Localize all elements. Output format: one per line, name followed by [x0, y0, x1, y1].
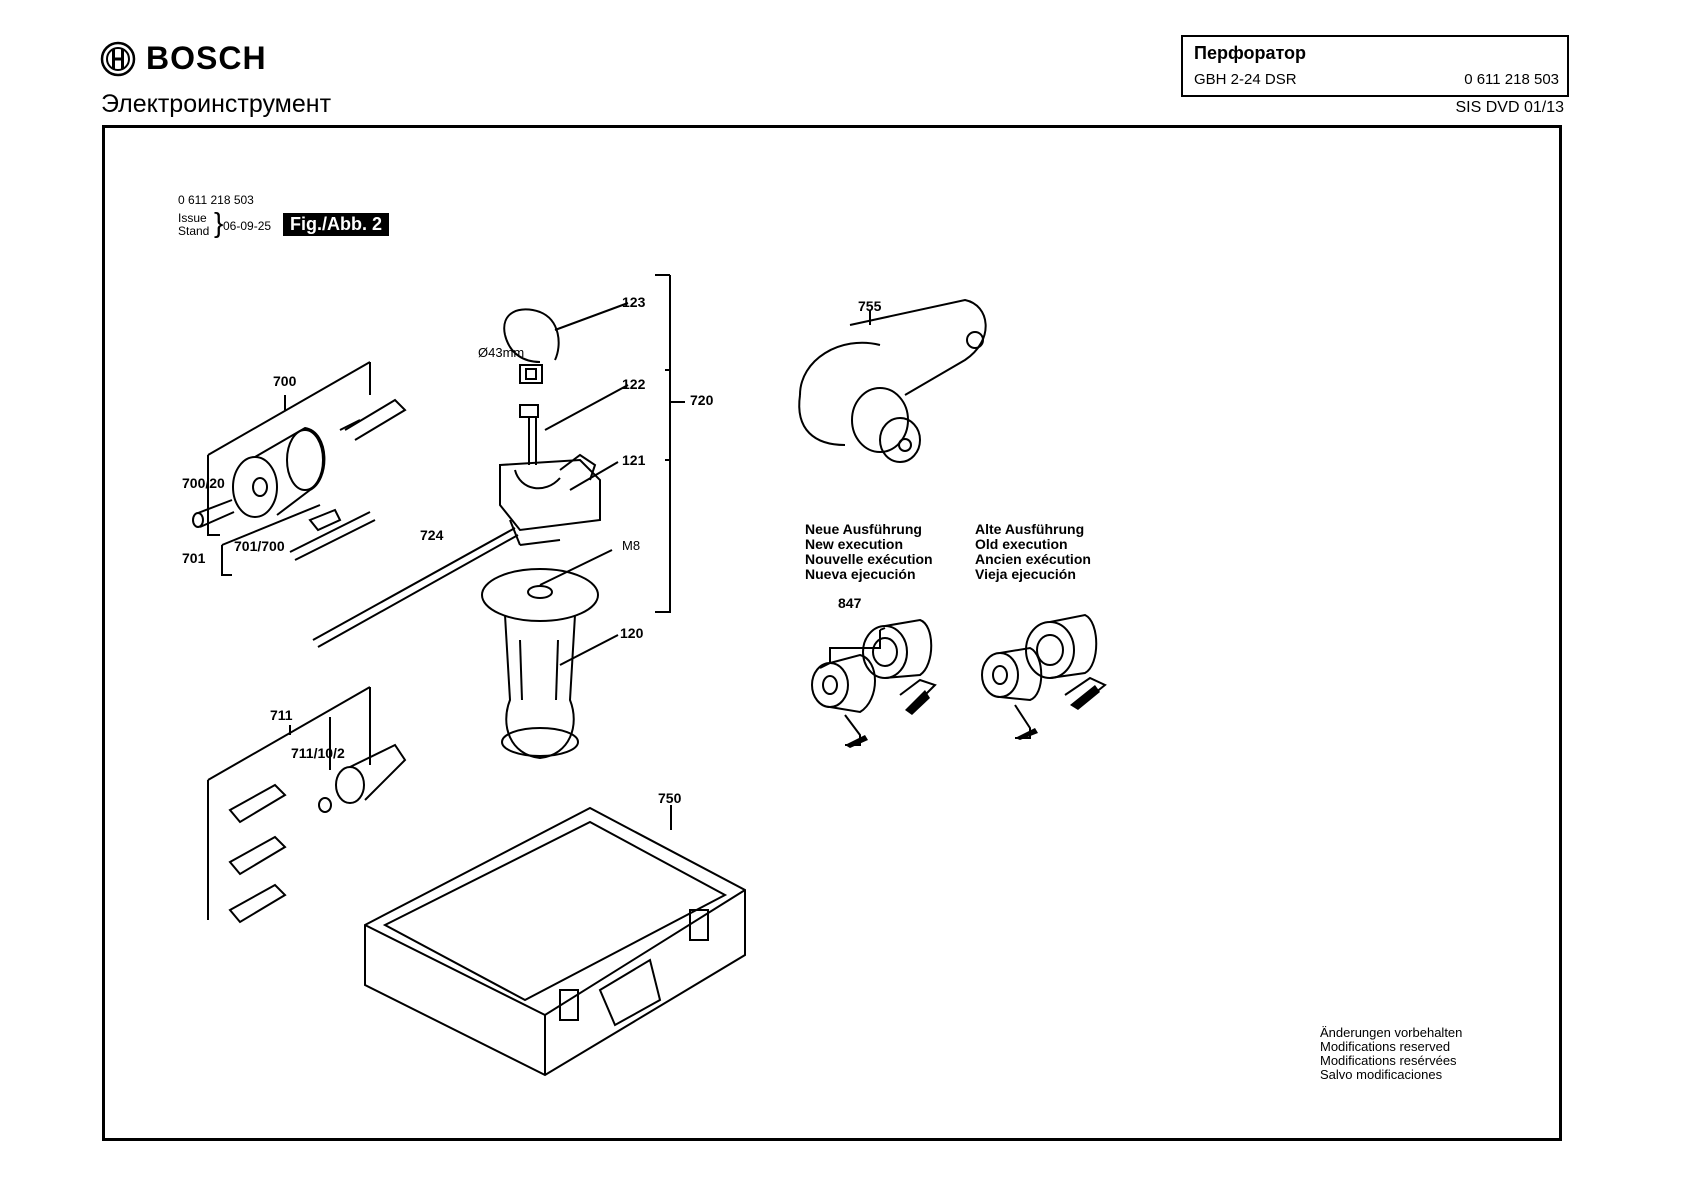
part-122-rod: [519, 404, 539, 465]
document-title: Перфоратор: [1194, 43, 1307, 63]
callout-700-20: 700/20: [182, 475, 225, 491]
callout-701: 701: [182, 550, 206, 566]
part-121-holder: [499, 453, 601, 546]
callout-750: 750: [658, 790, 682, 806]
callout-847: 847: [838, 595, 862, 611]
figure-badge: Fig./Abb. 2: [283, 213, 389, 236]
old-execution-es: Vieja ejecución: [975, 566, 1076, 582]
issue-label: Issue: [178, 211, 207, 225]
notice-fr: Modifications resérvées: [1320, 1053, 1457, 1068]
callout-711-10-2: 711/10/2: [291, 745, 345, 761]
callout-720: 720: [690, 392, 714, 408]
stand-label: Stand: [178, 224, 210, 238]
model-name: GBH 2-24 DSR: [1194, 71, 1297, 88]
bracket-847: [829, 630, 881, 663]
old-execution-de: Alte Ausführung: [975, 521, 1085, 537]
shading-marks: [845, 685, 1100, 748]
callout-m8: M8: [622, 538, 641, 553]
new-execution-en: New execution: [805, 536, 904, 552]
bosch-armature-icon: [100, 41, 136, 76]
part-number: 0 611 218 503: [1464, 71, 1559, 88]
old-execution-en: Old execution: [975, 536, 1068, 552]
part-750-case: [364, 805, 746, 1077]
page-subtitle: Электроинструмент: [101, 90, 332, 118]
bosch-logo: BOSCH: [100, 40, 267, 77]
part-700-20-screw: [192, 499, 235, 528]
callout-120: 120: [620, 625, 644, 641]
callout-701-700: 701/700: [234, 538, 285, 554]
bracket-700: [207, 455, 220, 536]
meta-issue-stand: Issue Stand: [178, 212, 209, 238]
part-700-chuck: [232, 398, 407, 518]
notice-de: Änderungen vorbehalten: [1320, 1025, 1463, 1040]
old-execution-rings: [981, 613, 1107, 739]
brace-glyph: }: [214, 207, 224, 238]
callout-755: 755: [858, 298, 882, 314]
brand-name: BOSCH: [146, 40, 267, 76]
old-execution-legend: Alte Ausführung Old execution Ancien exé…: [975, 522, 1091, 582]
part-724-depth-rod: [312, 527, 519, 648]
callout-700: 700: [273, 373, 297, 389]
meta-part-number: 0 611 218 503: [178, 193, 254, 207]
modifications-notice: Änderungen vorbehalten Modifications res…: [1320, 1026, 1462, 1082]
part-755-angle-attachment: [798, 298, 987, 463]
part-711-10-2-holder: [318, 743, 407, 813]
callout-diameter: Ø43mm: [478, 345, 525, 360]
callout-724: 724: [420, 527, 444, 543]
new-execution-es: Nueva ejecución: [805, 566, 916, 582]
new-execution-legend: Neue Ausführung New execution Nouvelle e…: [805, 522, 933, 582]
part-711-bits: [228, 783, 287, 924]
part-123-clamp-ring: [503, 308, 560, 384]
new-execution-fr: Nouvelle exécution: [805, 551, 933, 567]
part-120-side-handle: [481, 568, 599, 760]
callout-122: 122: [622, 376, 646, 392]
notice-en: Modifications reserved: [1320, 1039, 1451, 1054]
old-execution-fr: Ancien exécution: [975, 551, 1091, 567]
callout-121: 121: [622, 452, 646, 468]
bracket-720: [655, 275, 671, 613]
new-execution-de: Neue Ausführung: [805, 521, 922, 537]
part-701-chuck-key: [289, 508, 376, 561]
notice-es: Salvo modificaciones: [1320, 1067, 1443, 1082]
title-block: Перфоратор GBH 2-24 DSR 0 611 218 503: [1181, 35, 1569, 97]
meta-date: 06-09-25: [223, 219, 272, 233]
sis-version: SIS DVD 01/13: [1455, 99, 1565, 116]
new-execution-rings: [811, 618, 937, 746]
callout-711: 711: [270, 707, 293, 723]
drawing-frame: [102, 125, 1562, 1141]
callout-123: 123: [622, 294, 646, 310]
